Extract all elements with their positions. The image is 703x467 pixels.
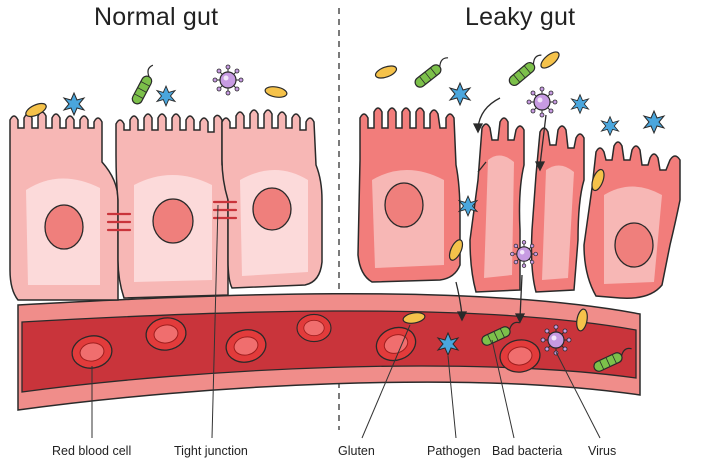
bacteria-particle: [506, 52, 547, 89]
epithelial-cell: [530, 125, 585, 293]
gluten-particle: [537, 48, 563, 72]
red-blood-cell: [296, 313, 332, 343]
epithelial-cell: [221, 109, 323, 289]
epithelial-cell: [583, 141, 681, 299]
epithelial-cell: [357, 107, 461, 283]
particles-normal: [23, 63, 289, 120]
pathogen-particle: [601, 116, 619, 136]
leaky-gut-cells: [357, 107, 681, 299]
label-tight-junction: Tight junction: [174, 444, 248, 458]
label-virus: Virus: [588, 444, 617, 458]
epithelial-cell: [469, 117, 525, 293]
leaky-gut-title: Leaky gut: [465, 3, 576, 31]
epithelial-cell: [9, 111, 119, 301]
gluten-particle: [373, 62, 399, 82]
virus-particle: [212, 64, 244, 96]
leak-arrows: [455, 97, 547, 324]
label-gluten: Gluten: [338, 444, 375, 458]
pathogen-particle: [156, 85, 176, 107]
normal-gut-cells: [9, 109, 323, 301]
pathogen-particle: [643, 110, 665, 134]
tight-junction: [106, 212, 132, 232]
normal-gut-title: Normal gut: [94, 3, 219, 31]
label-bad-bacteria: Bad bacteria: [492, 444, 563, 458]
virus-particle: [526, 86, 558, 118]
pathogen-particle: [571, 94, 589, 114]
epithelial-cell: [115, 113, 229, 299]
pathogen-particle: [449, 82, 471, 106]
label-pathogen: Pathogen: [427, 444, 481, 458]
virus-particle: [509, 239, 539, 269]
label-red-blood-cell: Red blood cell: [52, 444, 132, 458]
pathogen-particle: [63, 92, 85, 116]
leader-lines: [91, 204, 601, 439]
gluten-particle: [263, 84, 289, 100]
bacteria-particle: [412, 54, 453, 90]
bacteria-particle: [129, 63, 160, 107]
virus-particle: [540, 324, 572, 356]
